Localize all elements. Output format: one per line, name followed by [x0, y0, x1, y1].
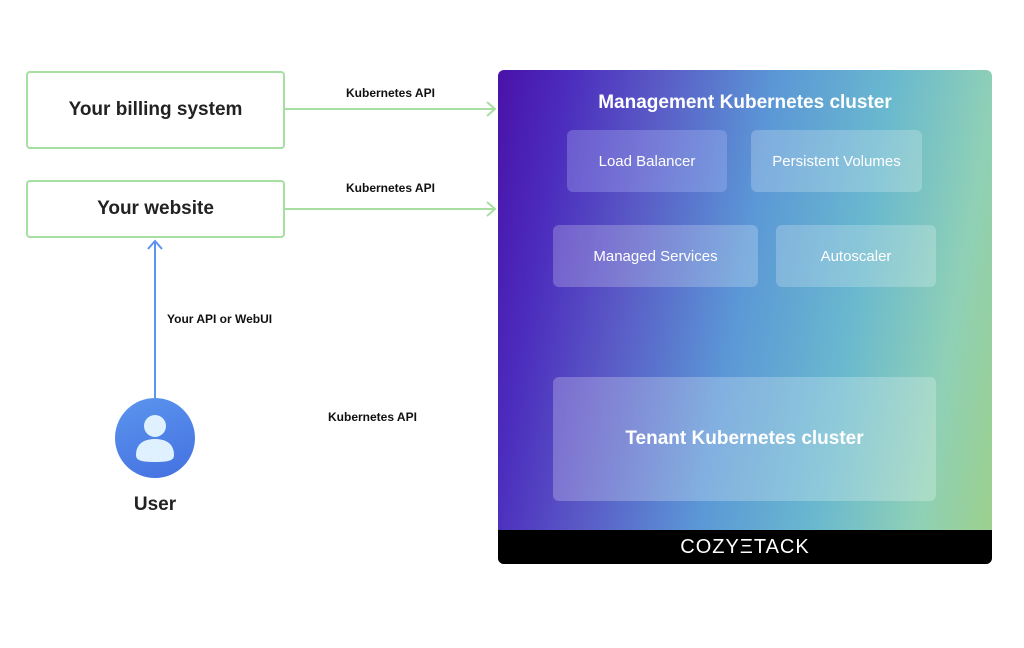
management-cluster: Management Kubernetes cluster Load Balan… [498, 70, 992, 564]
autoscaler-node: Autoscaler [776, 225, 936, 287]
billing-api-label: Kubernetes API [346, 86, 435, 100]
user-avatar-icon [115, 398, 195, 478]
load-balancer-node: Load Balancer [567, 130, 727, 192]
managed-services-node: Managed Services [553, 225, 758, 287]
management-cluster-title: Management Kubernetes cluster [598, 92, 892, 113]
website-node: Your website [26, 180, 285, 238]
website-api-label: Kubernetes API [346, 181, 435, 195]
arrow-billing-to-cluster [285, 101, 497, 117]
managed-services-label: Managed Services [593, 247, 718, 265]
arrow-user-to-website [147, 239, 163, 398]
billing-system-label: Your billing system [68, 99, 243, 120]
user-label: User [133, 494, 177, 515]
brand-bar: COZYΞTACK [498, 530, 992, 564]
cozystack-logo: COZYΞTACK [680, 535, 810, 558]
tenant-cluster-node: Tenant Kubernetes cluster [553, 377, 936, 501]
user-webui-label: Your API or WebUI [167, 312, 273, 326]
arrow-website-to-cluster [285, 201, 497, 217]
autoscaler-label: Autoscaler [820, 247, 892, 265]
persistent-volumes-node: Persistent Volumes [751, 130, 922, 192]
persistent-volumes-label: Persistent Volumes [772, 152, 901, 170]
user-api-label: Kubernetes API [328, 410, 417, 424]
website-label: Your website [97, 198, 214, 219]
tenant-cluster-label: Tenant Kubernetes cluster [625, 428, 864, 449]
load-balancer-label: Load Balancer [598, 152, 696, 170]
billing-system-node: Your billing system [26, 71, 285, 149]
